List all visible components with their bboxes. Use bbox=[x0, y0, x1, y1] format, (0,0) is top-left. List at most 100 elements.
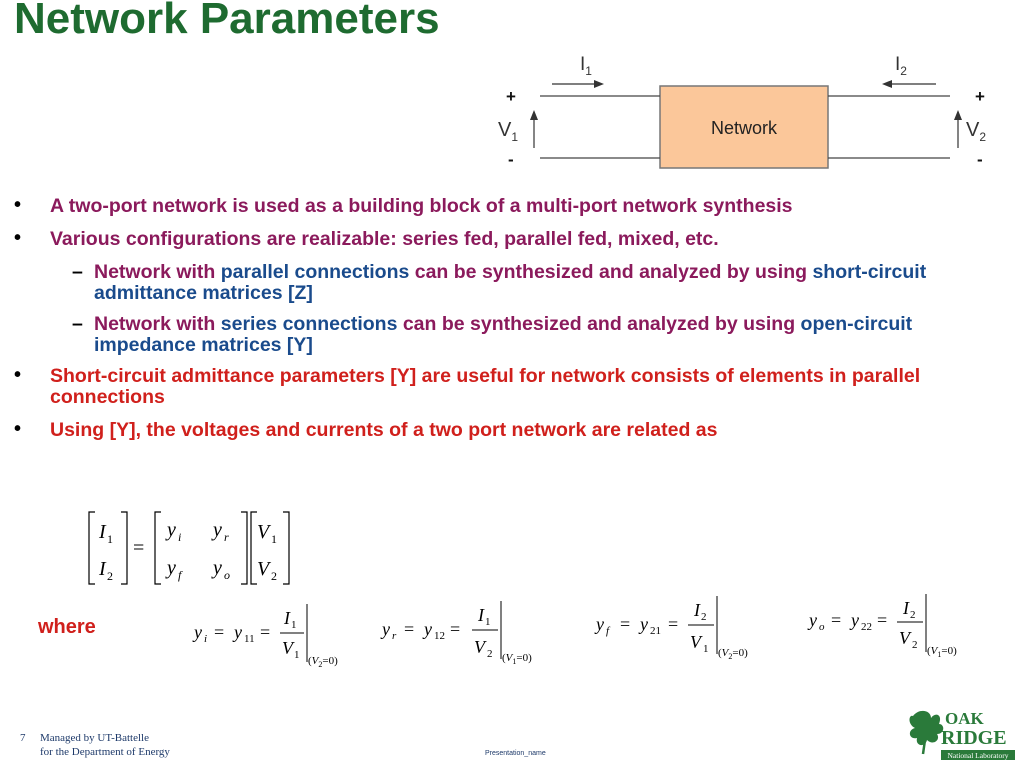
svg-text:=: = bbox=[260, 622, 270, 642]
svg-text:i: i bbox=[178, 530, 181, 544]
svg-text:I: I bbox=[693, 600, 701, 620]
network-box bbox=[659, 85, 829, 169]
bullet-item: • Short-circuit admittance parameters [Y… bbox=[14, 364, 921, 408]
svg-text:22: 22 bbox=[861, 621, 872, 633]
footer-text: Managed by UT-Battelle for the Departmen… bbox=[40, 732, 170, 758]
svg-text:1: 1 bbox=[703, 643, 709, 655]
bullet-icon: • bbox=[14, 194, 22, 216]
dash-icon: – bbox=[72, 313, 83, 335]
svg-text:V: V bbox=[474, 637, 487, 657]
svg-text:2: 2 bbox=[912, 639, 918, 651]
svg-text:=: = bbox=[214, 622, 224, 642]
sub-bullet-item: – Network with series connections can be… bbox=[72, 313, 913, 356]
svg-text:f: f bbox=[178, 568, 183, 582]
svg-text:(V2=0): (V2=0) bbox=[718, 647, 748, 661]
sub-bullet-item: – Network with parallel connections can … bbox=[72, 261, 927, 304]
svg-text:=: = bbox=[877, 610, 887, 630]
svg-text:1: 1 bbox=[271, 532, 277, 546]
svg-text:I: I bbox=[98, 521, 107, 543]
v1-arrow-icon bbox=[530, 110, 538, 120]
v1-minus: - bbox=[508, 150, 514, 169]
v1-plus: + bbox=[506, 87, 516, 106]
svg-text:1: 1 bbox=[291, 619, 297, 631]
bullet-icon: • bbox=[14, 227, 22, 249]
svg-text:i: i bbox=[204, 633, 207, 645]
svg-text:11: 11 bbox=[244, 633, 255, 645]
svg-text:=: = bbox=[831, 610, 841, 630]
page-number: 7 bbox=[20, 732, 26, 744]
svg-text:I: I bbox=[902, 598, 910, 618]
bullet-item: • Various configurations are realizable:… bbox=[14, 227, 719, 250]
i1-arrow-icon bbox=[594, 80, 604, 88]
svg-text:1: 1 bbox=[294, 649, 300, 661]
svg-text:1: 1 bbox=[485, 616, 491, 628]
svg-text:y: y bbox=[380, 619, 390, 639]
svg-text:y: y bbox=[422, 619, 432, 639]
bullet-list: • A two-port network is used as a buildi… bbox=[14, 194, 1019, 453]
svg-text:=: = bbox=[133, 537, 144, 559]
svg-text:2: 2 bbox=[107, 569, 113, 583]
i2-label: I2 bbox=[895, 54, 907, 78]
svg-text:y: y bbox=[849, 610, 859, 630]
logo-line1: OAK bbox=[945, 709, 985, 728]
svg-text:=: = bbox=[668, 614, 678, 634]
svg-text:y: y bbox=[211, 557, 222, 579]
page-title: Network Parameters bbox=[14, 0, 440, 43]
svg-text:y: y bbox=[165, 557, 176, 579]
svg-text:r: r bbox=[392, 630, 397, 642]
v2-plus: + bbox=[975, 87, 985, 106]
dash-icon: – bbox=[72, 261, 83, 283]
svg-text:V: V bbox=[257, 521, 272, 543]
svg-text:y: y bbox=[192, 622, 202, 642]
svg-text:1: 1 bbox=[107, 532, 113, 546]
network-label: Network bbox=[711, 118, 778, 138]
bullet-item: • A two-port network is used as a buildi… bbox=[14, 194, 793, 217]
svg-text:o: o bbox=[224, 568, 230, 582]
v2-minus: - bbox=[977, 150, 983, 169]
svg-text:21: 21 bbox=[650, 625, 661, 637]
svg-text:=: = bbox=[404, 619, 414, 639]
svg-text:12: 12 bbox=[434, 630, 445, 642]
where-label: where bbox=[38, 616, 96, 638]
i1-label: I1 bbox=[580, 54, 592, 78]
two-port-diagram: Network I1 I2 + - V1 + - V2 bbox=[498, 54, 986, 169]
svg-text:2: 2 bbox=[271, 569, 277, 583]
svg-text:y: y bbox=[807, 610, 817, 630]
logo-line3: National Laboratory bbox=[947, 751, 1008, 760]
bullet-icon: • bbox=[14, 418, 22, 440]
svg-text:I: I bbox=[98, 558, 107, 580]
svg-text:V: V bbox=[282, 638, 295, 658]
leaf-icon bbox=[909, 710, 944, 755]
v2-arrow-icon bbox=[954, 110, 962, 120]
svg-text:r: r bbox=[224, 530, 229, 544]
svg-text:(V1=0): (V1=0) bbox=[927, 645, 957, 659]
svg-text:2: 2 bbox=[701, 611, 707, 623]
svg-text:2: 2 bbox=[487, 648, 493, 660]
svg-text:f: f bbox=[606, 625, 611, 637]
svg-text:I: I bbox=[283, 608, 291, 628]
svg-text:y: y bbox=[232, 622, 242, 642]
svg-text:y: y bbox=[211, 519, 222, 541]
svg-text:y: y bbox=[165, 519, 176, 541]
bullet-item: • Using [Y], the voltages and currents o… bbox=[14, 418, 718, 441]
logo-line2: RIDGE bbox=[941, 727, 1007, 749]
svg-text:I: I bbox=[477, 605, 485, 625]
v1-label: V1 bbox=[498, 119, 518, 144]
svg-text:(V2=0): (V2=0) bbox=[308, 655, 338, 669]
svg-text:=: = bbox=[450, 619, 460, 639]
svg-text:y: y bbox=[638, 614, 648, 634]
i2-arrow-icon bbox=[882, 80, 892, 88]
svg-text:=: = bbox=[620, 614, 630, 634]
bullet-icon: • bbox=[14, 364, 22, 386]
svg-text:V: V bbox=[899, 628, 912, 648]
svg-text:2: 2 bbox=[910, 609, 916, 621]
svg-text:o: o bbox=[819, 621, 825, 633]
svg-text:V: V bbox=[690, 632, 703, 652]
oak-ridge-logo: OAK RIDGE National Laboratory bbox=[909, 709, 1015, 760]
presentation-name: Presentation_name bbox=[485, 750, 546, 757]
svg-text:V: V bbox=[257, 558, 272, 580]
v2-label: V2 bbox=[966, 119, 986, 144]
